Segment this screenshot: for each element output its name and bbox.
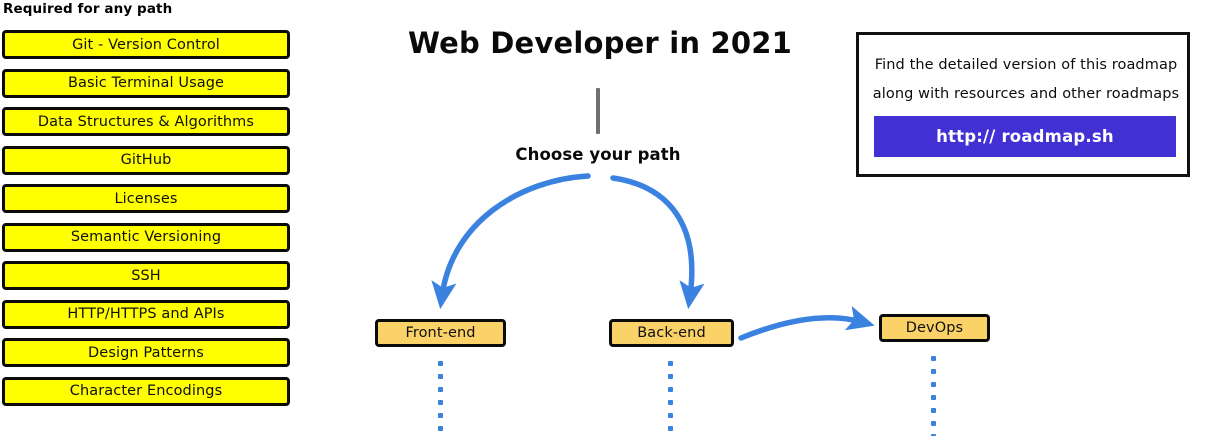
info-box: Find the detailed version of this roadma… <box>856 32 1190 177</box>
trail-dot <box>931 382 936 387</box>
required-item-design-patterns[interactable]: Design Patterns <box>2 338 290 367</box>
required-item-terminal[interactable]: Basic Terminal Usage <box>2 68 290 98</box>
dotted-trail-frontend <box>438 361 443 436</box>
dotted-trail-devops <box>931 356 936 436</box>
required-item-label: Data Structures & Algorithms <box>37 113 255 130</box>
required-item-http[interactable]: HTTP/HTTPS and APIs <box>2 299 290 329</box>
required-item-semver[interactable]: Semantic Versioning <box>2 222 290 252</box>
required-section-heading: Required for any path <box>3 1 173 17</box>
required-item-label: Character Encodings <box>69 383 223 399</box>
trail-dot <box>668 387 673 392</box>
roadmap-link-button[interactable]: http:// roadmap.sh <box>874 116 1176 157</box>
required-item-label: Licenses <box>114 190 178 207</box>
trail-dot <box>931 369 936 374</box>
trail-dot <box>931 395 936 400</box>
info-box-line-1: Find the detailed version of this roadma… <box>874 57 1178 73</box>
path-box-label: Back-end <box>637 325 706 341</box>
required-item-label: Design Patterns <box>88 344 204 361</box>
required-item-label: Git - Version Control <box>72 36 220 53</box>
trail-dot <box>438 374 443 379</box>
trail-dot <box>438 413 443 418</box>
required-item-github[interactable]: GitHub <box>2 145 290 175</box>
trail-dot <box>668 400 673 405</box>
path-box-devops[interactable]: DevOps <box>879 314 990 342</box>
path-box-backend[interactable]: Back-end <box>609 319 734 347</box>
info-box-line-2: along with resources and other roadmaps <box>872 86 1180 102</box>
trail-dot <box>931 421 936 426</box>
required-item-licenses[interactable]: Licenses <box>2 184 290 213</box>
dotted-trail-backend <box>668 361 673 436</box>
trail-dot <box>438 361 443 366</box>
page-title: Web Developer in 2021 <box>407 26 793 60</box>
arrow-backend-to-devops <box>738 305 875 341</box>
required-item-character-encodings[interactable]: Character Encodings <box>2 376 290 406</box>
required-item-ssh[interactable]: SSH <box>2 261 290 290</box>
required-item-dsa[interactable]: Data Structures & Algorithms <box>2 107 290 136</box>
trail-dot <box>668 374 673 379</box>
arrow-to-backend <box>610 175 705 310</box>
title-stem-line <box>596 88 600 134</box>
required-item-git[interactable]: Git - Version Control <box>2 30 290 59</box>
arrow-to-frontend <box>431 173 591 310</box>
required-item-label: Semantic Versioning <box>70 229 222 245</box>
required-items-list: Git - Version Control Basic Terminal Usa… <box>2 30 292 415</box>
required-section: Required for any path Git - Version Cont… <box>0 0 300 436</box>
choose-path-label: Choose your path <box>515 145 681 164</box>
required-item-label: SSH <box>131 267 161 284</box>
trail-dot <box>668 413 673 418</box>
trail-dot <box>668 361 673 366</box>
path-box-label: DevOps <box>905 320 964 336</box>
path-box-label: Front-end <box>405 325 476 341</box>
required-item-label: Basic Terminal Usage <box>67 75 225 91</box>
trail-dot <box>931 356 936 361</box>
required-item-label: GitHub <box>120 152 172 168</box>
trail-dot <box>931 434 936 436</box>
path-box-frontend[interactable]: Front-end <box>375 319 506 347</box>
required-item-label: HTTP/HTTPS and APIs <box>67 306 225 322</box>
trail-dot <box>668 426 673 431</box>
trail-dot <box>931 408 936 413</box>
trail-dot <box>438 400 443 405</box>
trail-dot <box>438 387 443 392</box>
trail-dot <box>438 426 443 431</box>
